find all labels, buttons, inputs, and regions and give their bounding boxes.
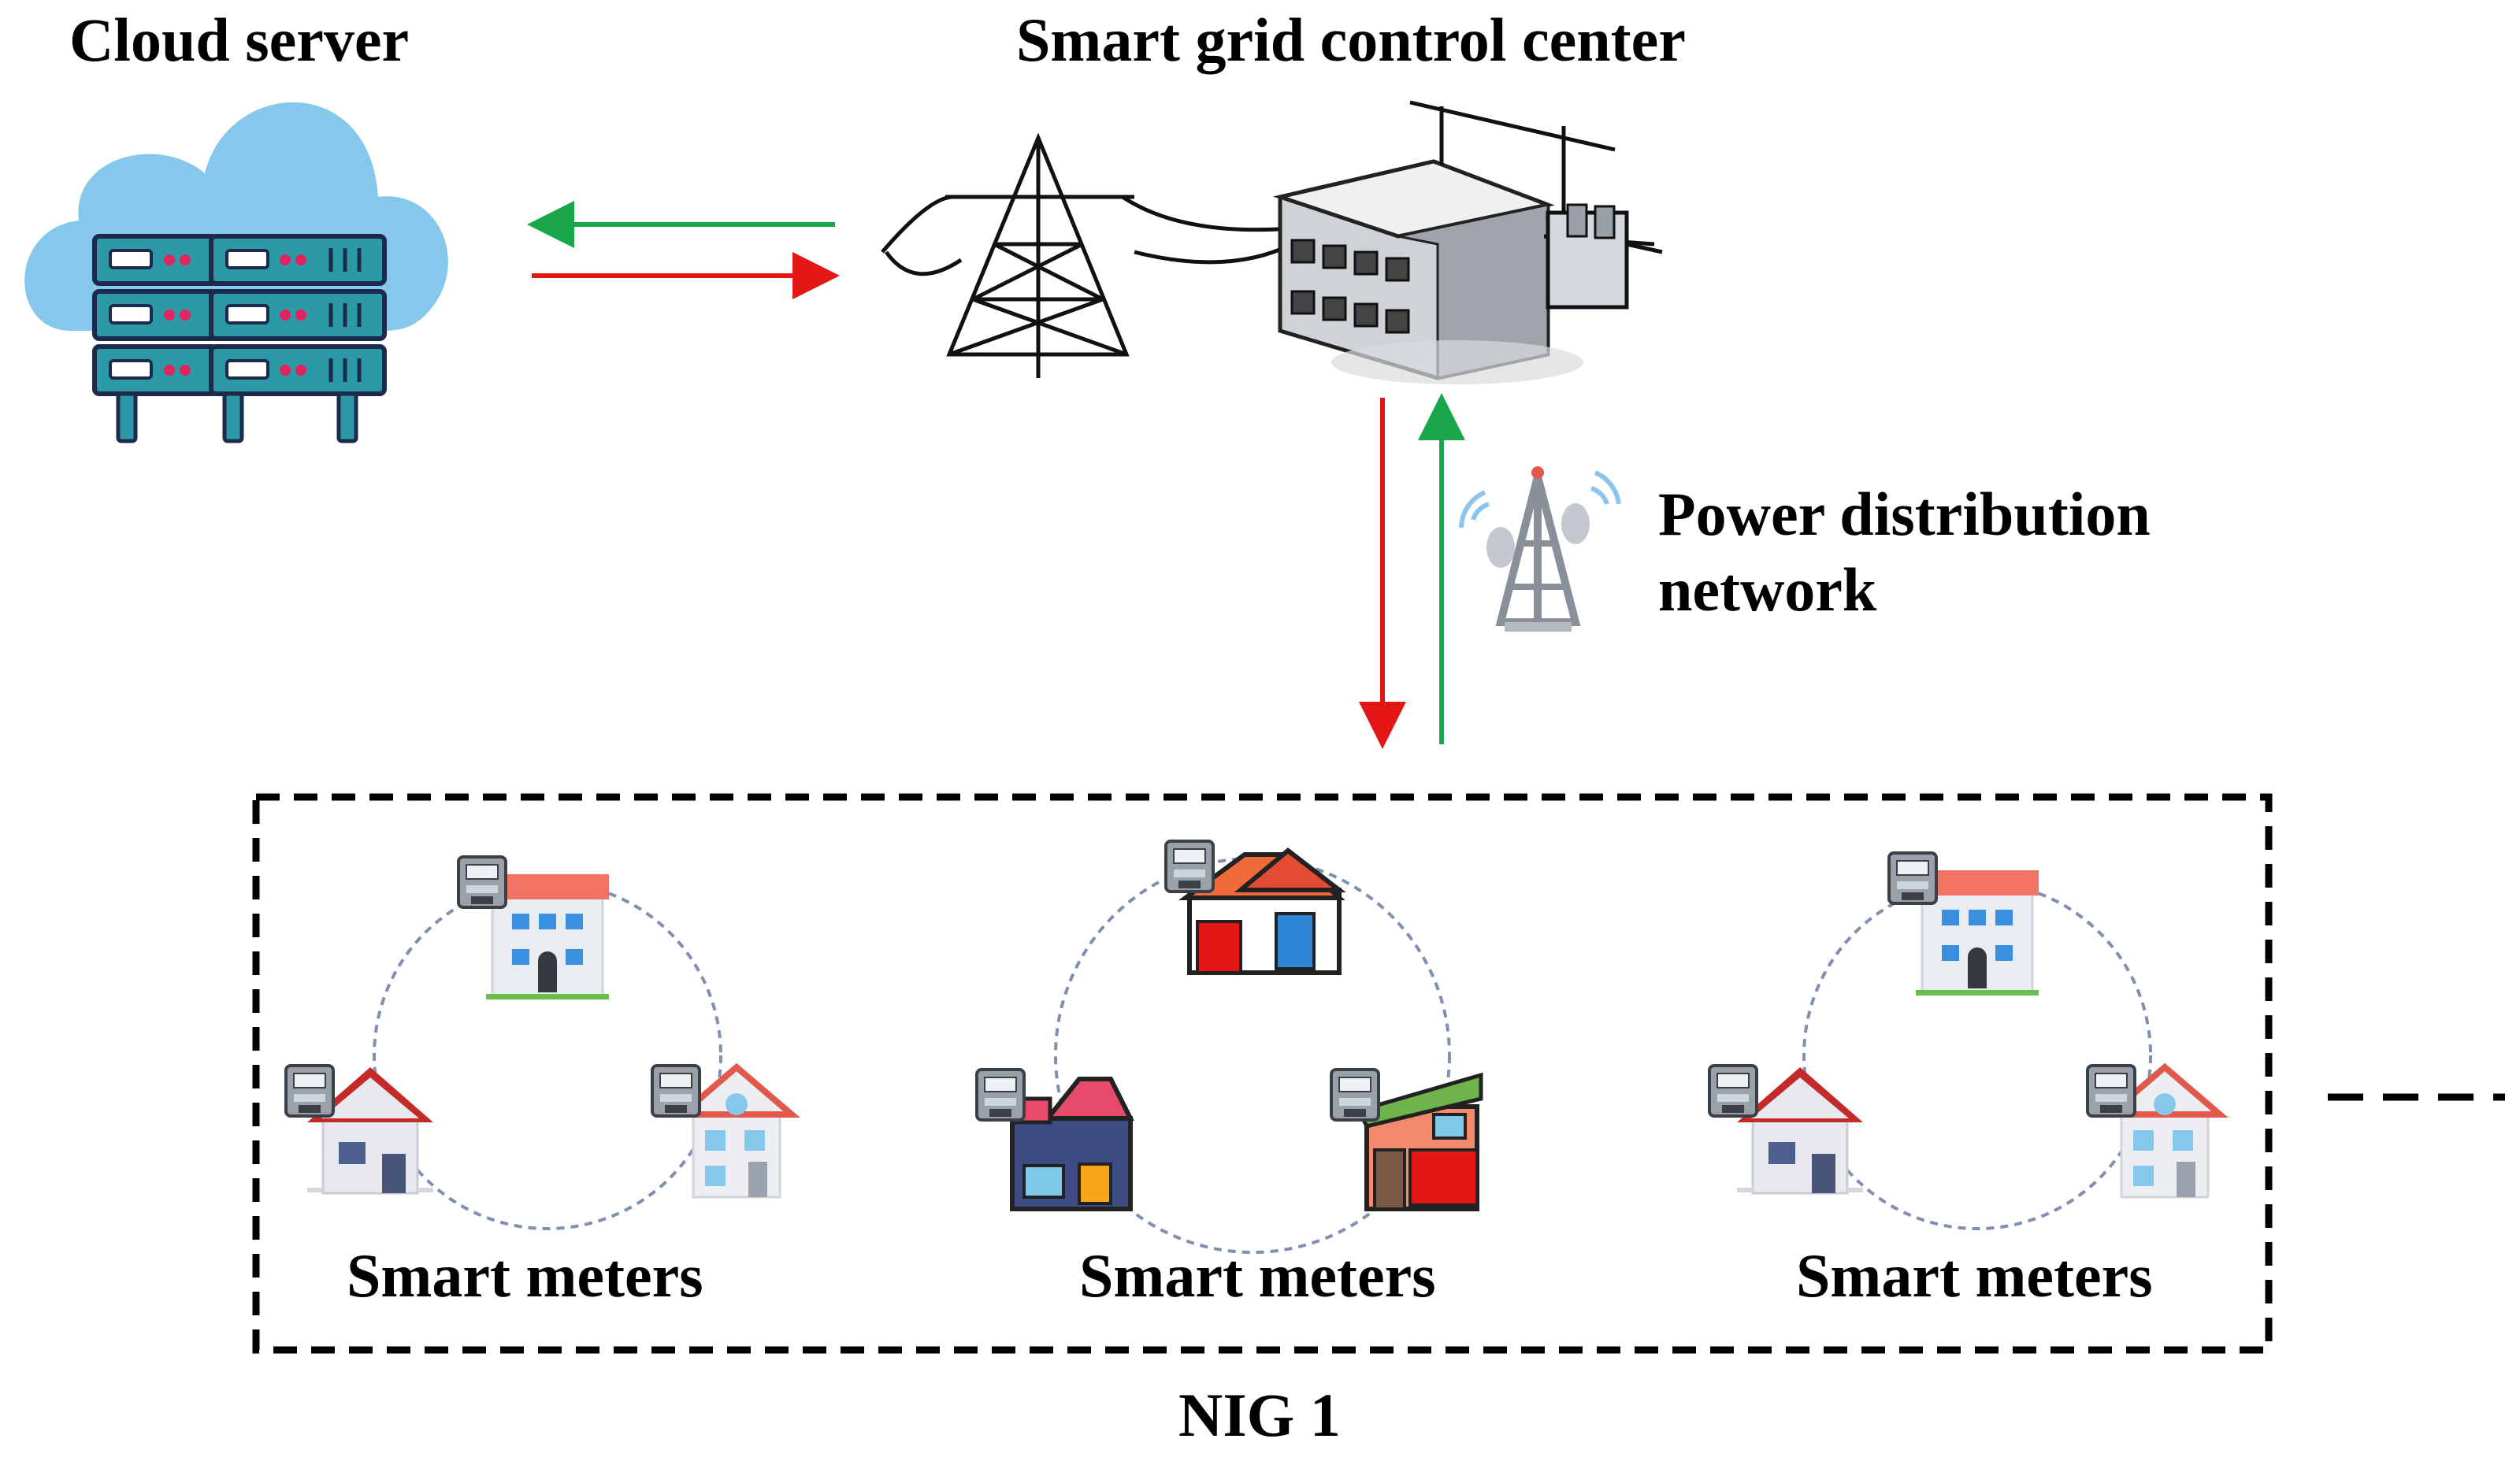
house-icon: [1178, 847, 1346, 975]
smart-meters-label-2: Smart meters: [1079, 1241, 1436, 1310]
control-center-title: Smart grid control center: [1016, 6, 1686, 74]
wireless-tower-icon: [1459, 466, 1621, 632]
smart-meter-icon: [1708, 1064, 1758, 1118]
smart-meters-label-1: Smart meters: [347, 1241, 703, 1310]
smart-meter-icon: [975, 1068, 1026, 1122]
nig-group-border: [252, 793, 2273, 1354]
smart-meter-icon: [1887, 851, 1938, 905]
smart-meter-icon: [1164, 840, 1215, 893]
power-network-title: Power distribution network: [1658, 480, 2151, 624]
control-center-building-icon: [1272, 100, 1663, 384]
smart-meters-label-3: Smart meters: [1796, 1241, 2153, 1310]
neighborhood-cluster-1: [284, 855, 792, 1230]
neighborhood-cluster-2: [975, 840, 1483, 1254]
house-icon: [1010, 1077, 1134, 1211]
smart-meter-icon: [1330, 1068, 1380, 1122]
cloud-server-title: Cloud server: [69, 6, 410, 74]
smart-meter-icon: [284, 1064, 335, 1118]
house-icon: [1356, 1072, 1483, 1211]
neighborhood-cluster-3: [1708, 851, 2220, 1230]
smart-meter-icon: [2086, 1064, 2136, 1118]
transmission-tower-icon: [881, 132, 1293, 378]
nig-group-label: NIG 1: [1178, 1381, 1341, 1449]
cloud-server-icon: [24, 102, 448, 443]
smart-meter-icon: [651, 1064, 701, 1118]
smart-meter-icon: [457, 855, 507, 909]
